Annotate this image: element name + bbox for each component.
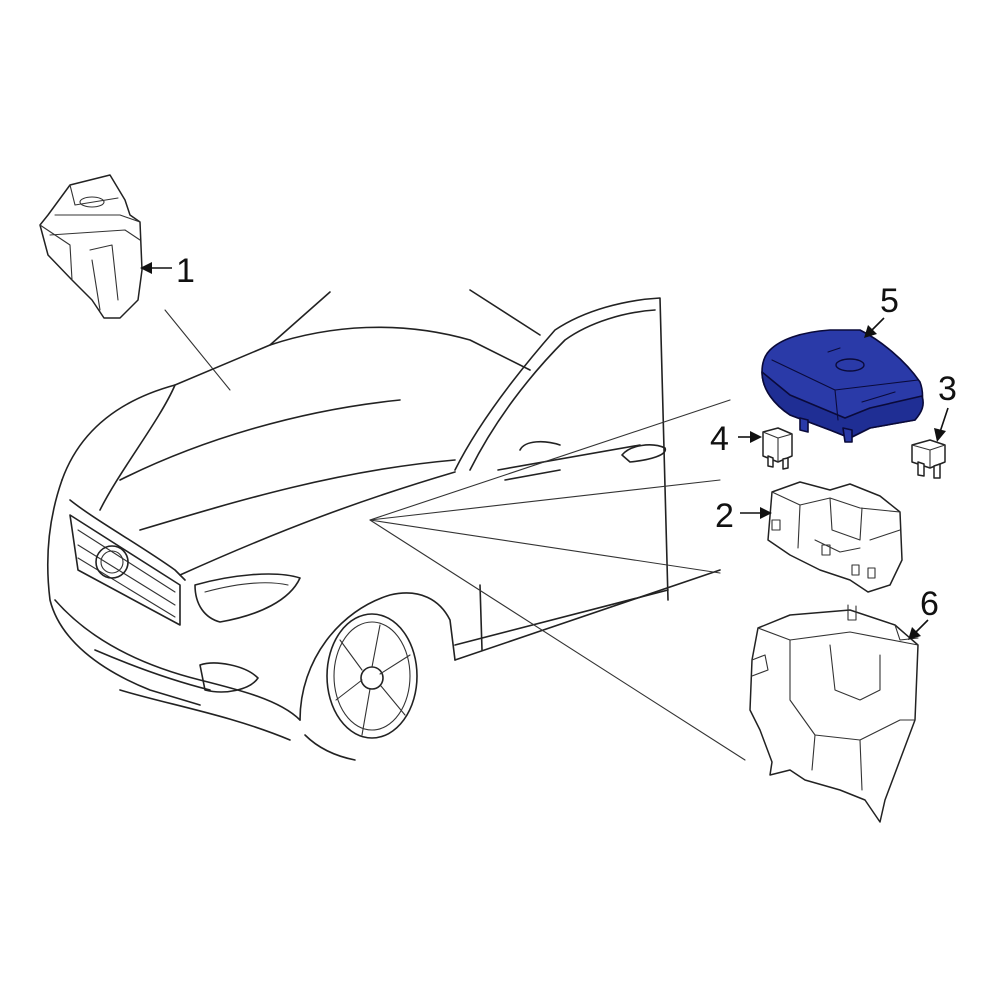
callout-label-2: 2 — [715, 497, 734, 535]
callout-label-5: 5 — [880, 282, 899, 320]
vehicle-illustration — [46, 289, 746, 761]
part-2-fuse-box — [767, 481, 903, 593]
callout-6: 6 — [908, 585, 939, 640]
callout-4: 4 — [710, 420, 762, 458]
callout-label-6: 6 — [920, 585, 939, 623]
callout-label-4: 4 — [710, 420, 729, 458]
callout-3: 3 — [934, 370, 957, 442]
part-1 — [39, 174, 143, 319]
part-6-housing — [749, 604, 919, 823]
callout-2: 2 — [715, 497, 772, 535]
part-4-relay — [762, 427, 793, 470]
callout-label-3: 3 — [938, 370, 957, 408]
part-5-cover — [761, 329, 924, 443]
callout-5: 5 — [864, 282, 899, 338]
callout-1: 1 — [140, 252, 195, 290]
callout-label-1: 1 — [176, 252, 195, 290]
part-3-fuse — [911, 439, 946, 479]
